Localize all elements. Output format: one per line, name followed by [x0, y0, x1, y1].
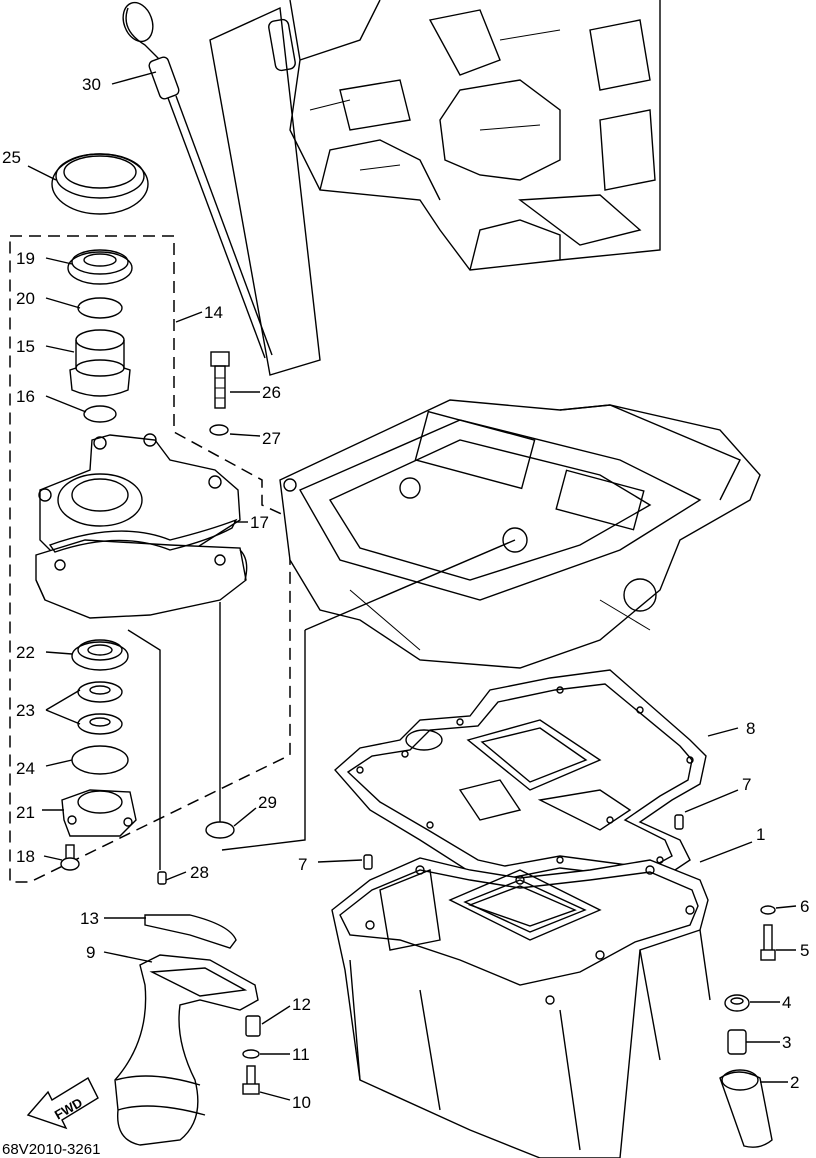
engine-block-illustration — [209, 0, 661, 376]
callout-30: 30 — [82, 75, 101, 94]
callout-25: 25 — [2, 148, 21, 167]
callout-1: 1 — [756, 825, 765, 844]
callout-16: 16 — [16, 387, 35, 406]
callout-26: 26 — [262, 383, 281, 402]
callout-11: 11 — [292, 1045, 310, 1064]
leader-lines — [27, 71, 797, 1101]
callout-9: 9 — [86, 943, 95, 962]
callout-12: 12 — [292, 995, 311, 1014]
callout-5: 5 — [800, 941, 809, 960]
callout-17: 17 — [250, 513, 269, 532]
callout-10: 10 — [292, 1093, 311, 1112]
callout-23: 23 — [16, 701, 35, 720]
callout-2: 2 — [790, 1073, 799, 1092]
callout-27: 27 — [262, 429, 281, 448]
callout-28: 28 — [190, 863, 209, 882]
callout-15: 15 — [16, 337, 35, 356]
callout-18: 18 — [16, 847, 35, 866]
left-parts-illustration — [35, 153, 248, 885]
diagram-code: 68V2010-3261 — [2, 1141, 100, 1158]
callout-24: 24 — [16, 759, 35, 778]
callout-14: 14 — [204, 303, 223, 322]
callout-6: 6 — [800, 897, 809, 916]
dipstick-30 — [122, 1, 273, 359]
callout-13: 13 — [80, 909, 99, 928]
callout-8: 8 — [746, 719, 755, 738]
upper-case-illustration — [221, 399, 761, 851]
callout-29: 29 — [258, 793, 277, 812]
callout-22: 22 — [16, 643, 35, 662]
callout-21: 21 — [16, 803, 35, 822]
callout-7-upper: 7 — [742, 775, 751, 794]
gasket-8-illustration — [334, 669, 707, 881]
callout-19: 19 — [16, 249, 35, 268]
oil-pan-1-illustration — [331, 814, 776, 1158]
callout-7-lower: 7 — [298, 855, 307, 874]
fwd-arrow-icon — [26, 1077, 99, 1130]
callout-labels: 30 25 19 20 14 15 16 26 27 17 22 23 24 2… — [2, 75, 809, 1158]
callout-20: 20 — [16, 289, 35, 308]
assembly-boundary-14 — [9, 235, 291, 883]
callout-3: 3 — [782, 1033, 791, 1052]
strainer-illustration — [26, 914, 261, 1146]
callout-4: 4 — [782, 993, 791, 1012]
